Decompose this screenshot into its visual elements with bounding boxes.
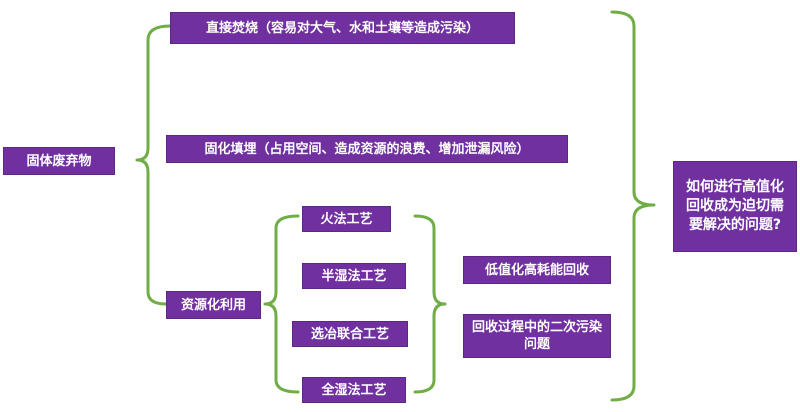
process-fire-label: 火法工艺 — [320, 211, 373, 227]
problem-low-value-label: 低值化高耗能回收 — [484, 262, 589, 278]
root-node: 固体废弃物 — [3, 147, 115, 175]
process-semi-wet-label: 半湿法工艺 — [321, 268, 387, 284]
conclusion-node: 如何进行高值化回收成为迫切需要解决的问题? — [673, 161, 797, 252]
method-solidify-label: 固化填埋（占用空间、造成资源的浪费、增加泄漏风险） — [204, 141, 530, 157]
process-full-wet: 全湿法工艺 — [302, 377, 406, 403]
summary-bracket — [610, 10, 656, 402]
problem-secondary-pollution: 回收过程中的二次污染问题 — [463, 314, 611, 358]
method-direct-burn: 直接焚烧（容易对大气、水和土壤等造成污染） — [170, 12, 515, 44]
process-smelt-combo: 选冶联合工艺 — [292, 321, 408, 347]
conclusion-label: 如何进行高值化回收成为迫切需要解决的问题? — [686, 179, 784, 233]
method-solidify: 固化填埋（占用空间、造成资源的浪费、增加泄漏风险） — [166, 135, 568, 163]
method-resource: 资源化利用 — [166, 291, 261, 319]
process-fire: 火法工艺 — [302, 206, 391, 232]
process-bracket-left — [263, 214, 300, 394]
problem-low-value: 低值化高耗能回收 — [463, 256, 611, 284]
process-semi-wet: 半湿法工艺 — [302, 263, 406, 289]
method-resource-label: 资源化利用 — [180, 297, 246, 313]
root-label: 固体废弃物 — [26, 153, 92, 169]
process-full-wet-label: 全湿法工艺 — [321, 382, 387, 398]
method-direct-burn-label: 直接焚烧（容易对大气、水和土壤等造成污染） — [205, 20, 479, 36]
process-bracket-right — [413, 214, 447, 394]
problem-secondary-pollution-label: 回收过程中的二次污染问题 — [471, 320, 602, 352]
process-smelt-combo-label: 选冶联合工艺 — [310, 326, 389, 342]
root-bracket — [135, 24, 172, 306]
